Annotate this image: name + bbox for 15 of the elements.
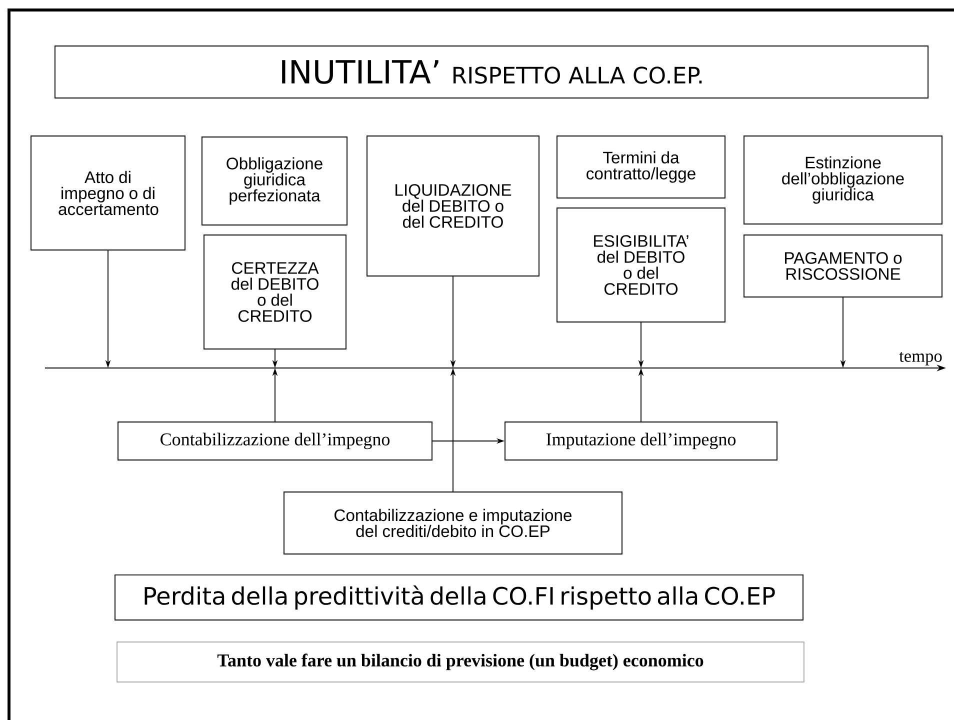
event-box: Termini da contratto/legge <box>556 136 726 198</box>
event-box: Obbligazione giuridica perfezionata <box>202 136 348 226</box>
process-box: Contabilizzazione e imputazione del crediti/debito in CO.EP <box>284 492 622 554</box>
event-box: CERTEZZA del DEBITO o del CREDITO <box>204 234 346 350</box>
conclusion-box: Perdita della predittività della CO.FI rispetto alla CO.EP <box>114 574 804 620</box>
event-box: LIQUIDAZIONE del DEBITO o del CREDITO <box>366 136 540 276</box>
axis-label: tempo <box>899 352 942 366</box>
event-box: Estinzione dell’obbligazione giuridica <box>744 136 942 224</box>
event-box: PAGAMENTO o RISCOSSIONE <box>744 234 942 298</box>
note-box: Tanto vale fare un bilancio di previsione (un budget) economico <box>116 642 804 682</box>
event-box: ESIGIBILITA’ del DEBITO o del CREDITO <box>556 208 726 322</box>
process-box: Contabilizzazione dell’impegno <box>118 422 432 460</box>
process-box: Imputazione dell’impegno <box>504 422 778 460</box>
title-box: INUTILITA’ RISPETTO ALLA CO.EP. <box>54 46 928 98</box>
event-box: Atto di impegno o di accertamento <box>30 136 186 250</box>
